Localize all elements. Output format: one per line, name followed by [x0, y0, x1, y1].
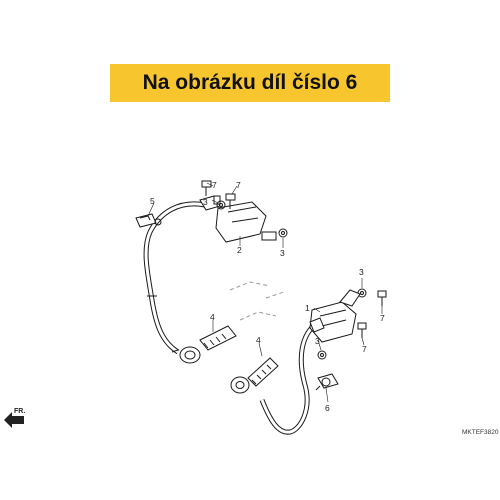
front-direction-label: FR.	[14, 408, 25, 415]
plug-cap-4-left	[171, 325, 237, 364]
front-direction-arrow	[4, 412, 24, 428]
upper-left-cable	[143, 201, 206, 355]
callout-label: 4	[256, 335, 261, 345]
callout-label: 7	[236, 180, 241, 190]
callout-label: 1	[305, 303, 310, 313]
part-number-banner: Na obrázku díl číslo 6	[110, 64, 390, 102]
callout-label: 3	[359, 267, 364, 277]
callout-label: 7	[362, 344, 367, 354]
lower-right-cable	[259, 319, 320, 435]
callout-label: 7	[380, 313, 385, 323]
callout-label: 5	[150, 196, 155, 206]
cable-clamp-6	[315, 373, 339, 391]
callout-label: 7	[212, 180, 217, 190]
ignition-coil-2	[199, 195, 277, 243]
callout-labels: 7 7 3 5 2 3 3 1 7 4 4 7 3 6	[150, 180, 385, 413]
callout-label: 2	[237, 245, 242, 255]
plug-cap-4-lower	[230, 357, 279, 394]
diagram-code: MKTEF3820	[462, 429, 499, 436]
callout-label: 3	[280, 248, 285, 258]
ignition-coil-1	[309, 289, 361, 343]
callout-label: 6	[325, 403, 330, 413]
callout-label: 4	[210, 312, 215, 322]
leader-lines	[147, 182, 383, 403]
callout-label: 3	[315, 336, 320, 346]
bolts-upper	[201, 180, 236, 209]
cable-clamp-5	[135, 213, 162, 228]
engine-outline	[229, 281, 285, 321]
bolts-right	[357, 290, 387, 338]
callout-label: 3	[203, 197, 208, 207]
banner-text: Na obrázku díl číslo 6	[142, 71, 358, 94]
